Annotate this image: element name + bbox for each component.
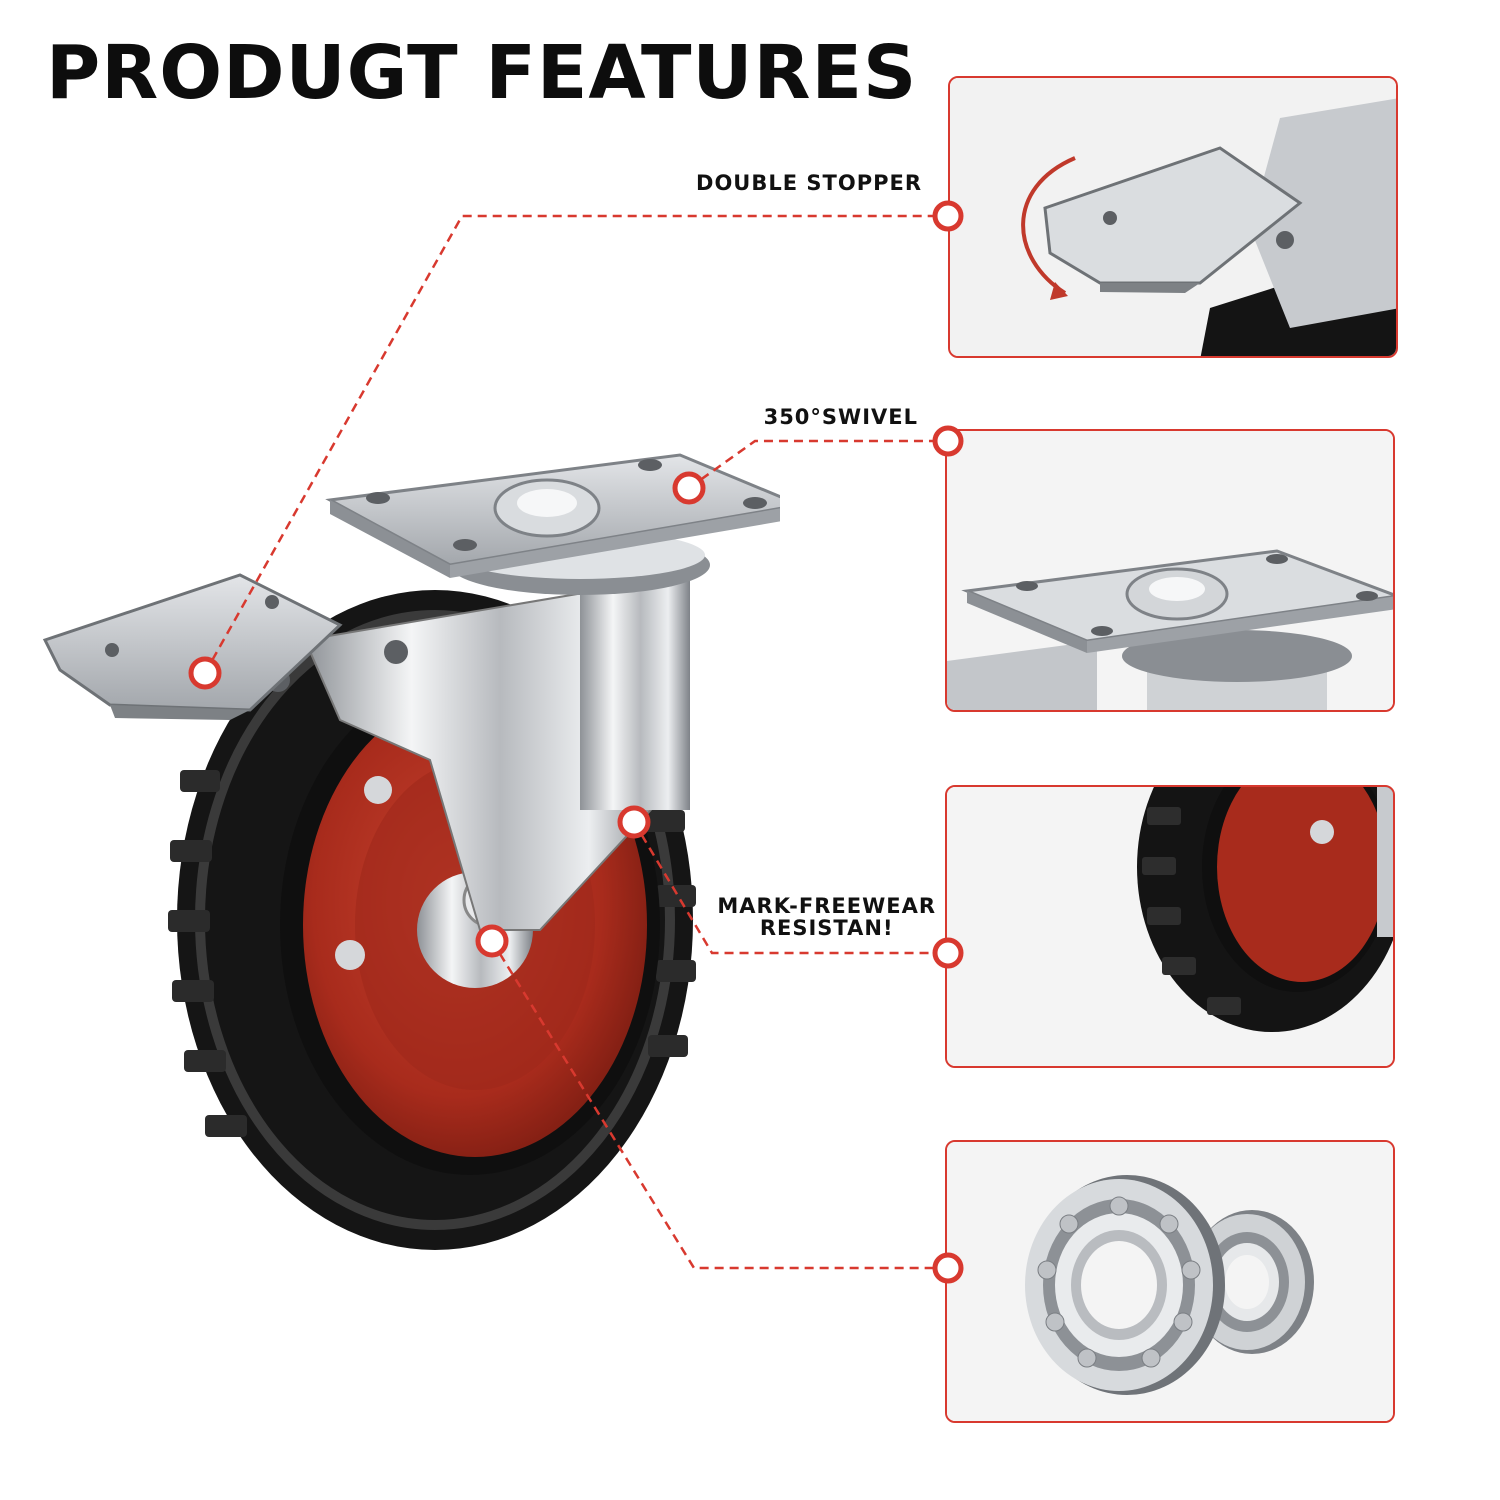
marker-dot-swivel-right (932, 425, 964, 457)
marker-dot-bearing-left (475, 924, 509, 958)
page-title: PRODUGT FEATURES (46, 30, 918, 116)
swivel-plate-closeup-image (947, 431, 1393, 710)
marker-dot-bearing-right (932, 1252, 964, 1284)
marker-dot-mark-free-right (932, 937, 964, 969)
feature-label-mark-free: MARK-FREEWEAR RESISTAN! (717, 895, 936, 939)
callout-line-swivel (688, 439, 948, 490)
feature-label-mark-free-line1: MARK-FREEWEAR (717, 894, 936, 918)
wheel-closeup-image (947, 787, 1393, 1066)
marker-dot-mark-free-left (617, 805, 651, 839)
marker-dot-swivel-left (672, 471, 706, 505)
feature-panel-bearing (945, 1140, 1395, 1423)
feature-panel-double-stopper (948, 76, 1398, 358)
brake-lever-closeup-image (950, 78, 1396, 356)
caster-wheel-image (42, 453, 780, 1250)
feature-panel-mark-free (945, 785, 1395, 1068)
feature-label-swivel: 350°SWIVEL (763, 405, 918, 429)
callout-line-bearing (490, 940, 948, 1270)
callout-line-mark-free (632, 821, 948, 955)
marker-dot-double-stopper-left (188, 656, 222, 690)
ball-bearing-image (947, 1142, 1393, 1421)
callout-line-double-stopper (203, 214, 948, 674)
feature-label-double-stopper: DOUBLE STOPPER (696, 171, 922, 195)
feature-panel-swivel (945, 429, 1395, 712)
marker-dot-double-stopper-right (932, 200, 964, 232)
feature-label-mark-free-line2: RESISTAN! (759, 916, 894, 941)
